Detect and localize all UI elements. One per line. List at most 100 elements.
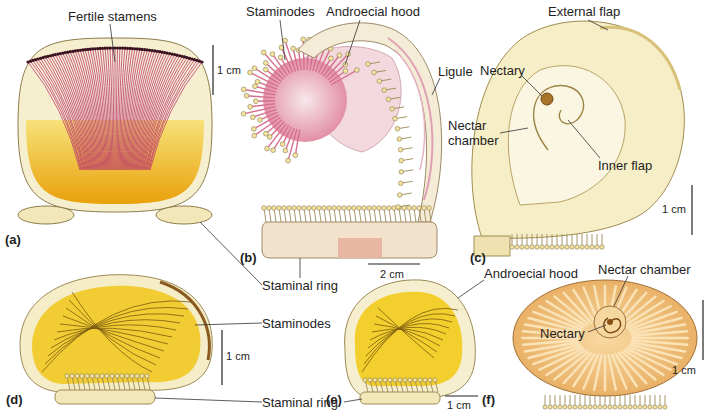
staminode-tip	[287, 206, 292, 211]
panel-letter: (c)	[470, 250, 486, 265]
panel-f	[513, 280, 703, 409]
staminode-tip	[377, 79, 382, 84]
part-label: Ligule	[438, 64, 473, 79]
stamen-filament	[100, 48, 109, 170]
staminode-tip	[329, 56, 334, 61]
staminode-tip	[367, 206, 372, 211]
staminode-tip	[363, 378, 367, 382]
staminode-tip	[261, 50, 266, 55]
staminode-tip	[418, 378, 422, 382]
staminode-tip	[663, 405, 667, 409]
stamen-filament	[105, 48, 111, 170]
staminode-tip	[397, 193, 402, 198]
staminode-tip	[396, 205, 401, 210]
staminode-tip	[653, 405, 657, 409]
staminodes	[241, 37, 359, 163]
staminode-tip	[427, 206, 432, 211]
panel-letter: (b)	[240, 250, 257, 265]
stamen-filament	[113, 48, 114, 170]
part-label: Staminal ring	[262, 395, 338, 410]
staminode-tip	[366, 62, 371, 67]
staminode-tip	[378, 378, 382, 382]
staminode-tip	[145, 374, 149, 378]
staminode-tip	[658, 405, 662, 409]
staminode-tip	[570, 245, 574, 249]
staminodes	[510, 234, 604, 249]
staminode-tip	[525, 245, 529, 249]
scale-bar	[691, 185, 692, 235]
staminode-tip	[100, 374, 104, 378]
staminode-tip	[643, 405, 647, 409]
staminode-tip	[585, 245, 589, 249]
staminode-tip	[70, 374, 74, 378]
scale-label: 1 cm	[672, 364, 696, 377]
staminode-tip	[428, 378, 432, 382]
staminode-tip	[278, 55, 283, 60]
panel-letter: (a)	[5, 232, 21, 247]
scale-bar	[368, 263, 420, 264]
staminode-tip	[272, 206, 277, 211]
staminode-tip	[362, 206, 367, 211]
staminode-tip	[253, 99, 258, 104]
staminode-tip	[352, 206, 357, 211]
staminode-stalk	[326, 54, 348, 78]
staminode-tip	[520, 245, 524, 249]
staminodes	[543, 395, 667, 409]
staminodes	[42, 292, 192, 372]
staminode-tip	[383, 378, 387, 382]
staminode-tip	[271, 148, 276, 153]
staminode-tip	[387, 206, 392, 211]
staminode-tip	[397, 206, 402, 211]
stamen-filament	[150, 62, 202, 170]
staminode-tip	[555, 245, 559, 249]
staminode-tip	[337, 53, 342, 58]
stamen-filament	[115, 48, 116, 170]
staminode-tip	[267, 135, 272, 140]
staminode-stalk	[285, 41, 295, 72]
staminode-stalk	[267, 124, 286, 149]
staminode-tip	[553, 405, 557, 409]
part-label: Fertile stamens	[68, 9, 157, 24]
staminode-tip	[297, 206, 302, 211]
staminode-fringe	[609, 355, 616, 390]
staminode-tip	[342, 206, 347, 211]
staminode-tip	[283, 38, 288, 43]
staminode-tip	[515, 245, 519, 249]
staminodes	[65, 374, 150, 390]
staminode-tip	[543, 405, 547, 409]
staminode-tip	[388, 378, 392, 382]
staminode-tip	[633, 405, 637, 409]
staminode-line	[66, 308, 160, 358]
staminode-tip	[613, 405, 617, 409]
staminode-tip	[423, 378, 427, 382]
panel-letter: (f)	[482, 392, 495, 407]
staminode-tip	[382, 206, 387, 211]
staminode-tip	[110, 374, 114, 378]
staminode-tip	[386, 97, 391, 102]
staminode-line	[42, 301, 192, 372]
staminode-tip	[575, 245, 579, 249]
staminode-tip	[393, 378, 397, 382]
staminode-line	[69, 300, 156, 365]
staminode-tip	[583, 405, 587, 409]
staminode-tip	[263, 67, 268, 72]
staminode-line	[366, 319, 452, 356]
panel-e	[345, 280, 478, 404]
staminode-tip	[372, 70, 377, 75]
staminode-tip	[399, 181, 404, 186]
part-label: Inner flap	[598, 158, 652, 173]
staminode-tip	[282, 206, 287, 211]
staminode-tip	[422, 206, 427, 211]
part-label: Nectary	[540, 326, 585, 341]
staminode-line	[45, 307, 188, 364]
staminodes	[362, 308, 458, 372]
staminode-line	[364, 314, 455, 364]
staminode-tip	[135, 374, 139, 378]
part-label: Nectar chamber	[598, 262, 690, 277]
staminode-tip	[393, 116, 398, 121]
stamen-filament	[149, 61, 200, 170]
scale-bar	[212, 45, 213, 95]
staminode-tip	[337, 206, 342, 211]
staminode-tip	[262, 206, 267, 211]
